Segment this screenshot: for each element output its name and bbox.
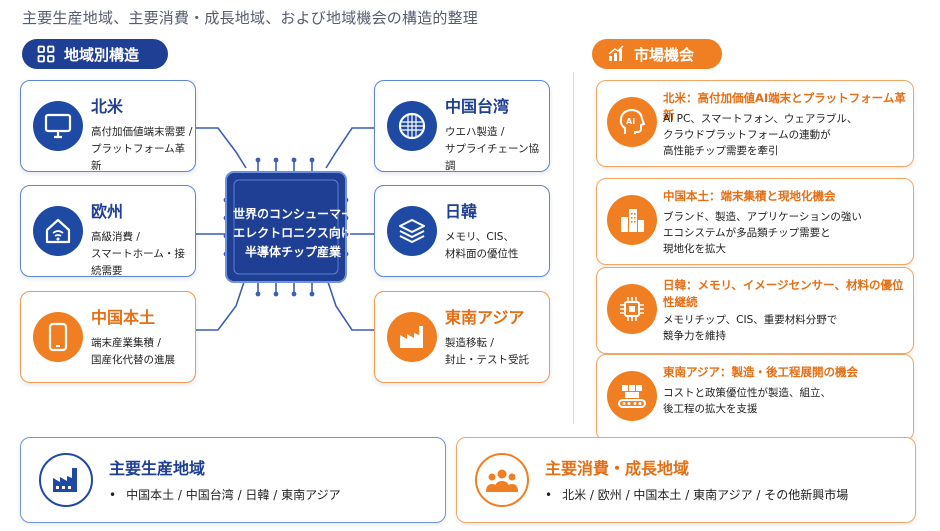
opportunity-body: AI PC、スマートフォン、ウェアラブル、 クラウドプラットフォームの連動が 高…	[663, 113, 858, 157]
consumption-title: 主要消費・成長地域	[545, 459, 690, 478]
chip-icon	[607, 284, 657, 334]
production-title: 主要生産地域	[109, 459, 206, 478]
market-opportunity-header: 市場機会	[592, 39, 722, 69]
region-card-europe: 欧州 高級消費 / スマートホーム・接続需要	[20, 185, 196, 277]
opportunity-heading: 東南アジア：製造・後工程展開の機会	[663, 365, 859, 379]
factory-icon	[39, 453, 93, 507]
svg-text:AI: AI	[626, 117, 635, 126]
regional-structure-label: 地域別構造	[64, 45, 140, 64]
regional-structure-header: 地域別構造	[22, 39, 168, 69]
market-opportunity-label: 市場機会	[634, 45, 695, 64]
opportunity-card-southeast-asia: 東南アジア：製造・後工程展開の機会 コストと政策優位性が製造、組立、 後工程の拡…	[596, 354, 914, 441]
chip-label: 世界のコンシューマー エレクトロニクス向け 半導体チップ産業	[233, 207, 354, 259]
region-name: 日韓	[445, 202, 478, 221]
opportunity-card-north-america: AI 北米：高付加価値AI端末とプラットフォーム革新 AI PC、スマートフォン…	[596, 80, 914, 167]
factory-icon	[387, 312, 437, 362]
page-title: 主要生産地域、主要消費・成長地域、および地域機会の構造的整理	[22, 9, 479, 27]
grid-icon	[36, 44, 56, 64]
region-name: 北米	[91, 97, 124, 116]
assembly-line-icon	[607, 371, 657, 421]
region-name: 中国台湾	[445, 97, 510, 116]
region-card-japan-korea: 日韓 メモリ、CIS、 材料面の優位性	[374, 185, 550, 277]
region-card-taiwan: 中国台湾 ウエハ製造 / サプライチェーン協調	[374, 80, 550, 172]
opportunity-heading: 中国本土：端末集積と現地化機会	[663, 189, 836, 203]
region-desc: 高付加価値端末需要 / プラットフォーム革新	[91, 126, 193, 172]
wafer-icon	[387, 101, 437, 151]
production-items: 中国本土 / 中国台湾 / 日韓 / 東南アジア	[109, 486, 341, 503]
region-desc: メモリ、CIS、 材料面の優位性	[445, 231, 519, 260]
opportunity-card-japan-korea: 日韓：メモリ、イメージセンサー、材料の優位性継続 メモリチップ、CIS、重要材料…	[596, 267, 914, 354]
ai-head-icon: AI	[607, 97, 657, 147]
region-card-north-america: 北米 高付加価値端末需要 / プラットフォーム革新	[20, 80, 196, 172]
region-name: 東南アジア	[445, 308, 525, 327]
region-name: 中国本土	[91, 308, 156, 327]
region-card-mainland-china: 中国本土 端末産業集積 / 国産化代替の進展	[20, 291, 196, 383]
region-card-southeast-asia: 東南アジア 製造移転 / 封止・テスト受託	[374, 291, 550, 383]
bar-chart-icon	[606, 44, 626, 64]
consumption-regions-panel: 主要消費・成長地域 北米 / 欧州 / 中国本土 / 東南アジア / その他新興…	[456, 437, 916, 523]
opportunity-card-mainland-china: 中国本土：端末集積と現地化機会 ブランド、製造、アプリケーションの強い エコシス…	[596, 178, 914, 265]
smartphone-icon	[33, 312, 83, 362]
consumption-items: 北米 / 欧州 / 中国本土 / 東南アジア / その他新興市場	[545, 486, 848, 503]
opportunity-body: メモリチップ、CIS、重要材料分野で 競争力を維持	[663, 314, 838, 342]
smart-home-icon	[33, 206, 83, 256]
layers-icon	[387, 206, 437, 256]
opportunity-body: ブランド、製造、アプリケーションの強い エコシステムが多品類チップ需要と 現地化…	[663, 211, 862, 255]
opportunity-heading: 日韓：メモリ、イメージセンサー、材料の優位性継続	[663, 278, 904, 309]
region-desc: 製造移転 / 封止・テスト受託	[445, 337, 529, 366]
buildings-icon	[607, 195, 657, 245]
opportunity-heading: 北米：高付加価値AI端末とプラットフォーム革新	[663, 91, 906, 122]
region-desc: 高級消費 / スマートホーム・接続需要	[91, 231, 185, 277]
opportunity-body: コストと政策優位性が製造、組立、 後工程の拡大を支援	[663, 387, 831, 415]
region-desc: 端末産業集積 / 国産化代替の進展	[91, 337, 175, 366]
production-regions-panel: 主要生産地域 中国本土 / 中国台湾 / 日韓 / 東南アジア	[20, 437, 446, 523]
column-divider	[573, 72, 574, 424]
region-desc: ウエハ製造 / サプライチェーン協調	[445, 126, 539, 172]
monitor-icon	[33, 101, 83, 151]
region-name: 欧州	[91, 202, 124, 221]
people-icon	[475, 453, 529, 507]
semiconductor-chip-diagram	[196, 127, 374, 331]
